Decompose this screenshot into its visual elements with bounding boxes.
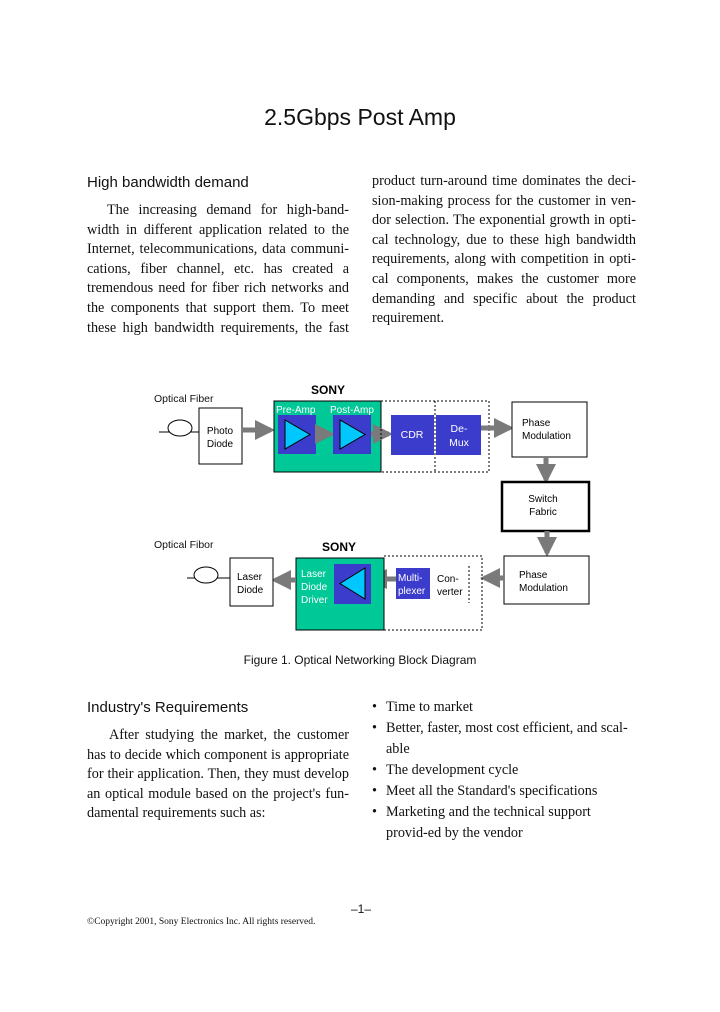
bottom-fiber-label: Optical Fibor bbox=[154, 539, 214, 551]
page-number: –1– bbox=[351, 902, 372, 916]
list-item: Marketing and the technical support prov… bbox=[372, 802, 636, 844]
text-line: After studying the market, the customer bbox=[109, 727, 349, 743]
post-amp-label: Post-Amp bbox=[330, 405, 374, 416]
converter-label: verter bbox=[437, 587, 463, 598]
text-line: tremendous need for fiber rich networks … bbox=[87, 280, 349, 297]
top-fiber-icon bbox=[159, 419, 199, 437]
text-line: requirement. bbox=[372, 310, 445, 327]
text-line: has to decide which component is appropr… bbox=[87, 746, 349, 763]
list-item: Better, faster, most cost efficient, and… bbox=[372, 718, 636, 760]
laser-diode-box: Laser Diode bbox=[229, 557, 274, 607]
switch-fabric-box: Switch Fabric bbox=[500, 480, 591, 533]
text-line: product turn-around time dominates the d… bbox=[372, 173, 636, 189]
bandwidth-paragraph-col1: The increasing demand for high-band- wid… bbox=[87, 201, 349, 338]
list-item: Meet all the Standard's specifications bbox=[372, 781, 636, 802]
multiplexer-label: Multi- bbox=[398, 573, 422, 584]
text-line: Internet, telecommunications, data commu… bbox=[87, 241, 349, 258]
phase-modulation-bottom-box: Phase Modulation bbox=[503, 555, 590, 605]
phase-modulation-label: Modulation bbox=[522, 431, 571, 442]
bottom-fiber-icon bbox=[187, 566, 230, 584]
text-line: the components that support them. To mee… bbox=[87, 299, 349, 316]
text-line: sion-making process for the customer in … bbox=[372, 192, 636, 209]
switch-fabric-label: Fabric bbox=[529, 507, 557, 518]
post-amp-block bbox=[333, 415, 371, 454]
cdr-label: CDR bbox=[401, 429, 424, 441]
text-line: dor selection. The exponential growth in… bbox=[372, 212, 636, 229]
phase-modulation-label: Modulation bbox=[519, 583, 568, 594]
phase-modulation-label: Phase bbox=[522, 418, 551, 429]
list-item: The development cycle bbox=[372, 760, 636, 781]
pre-amp-block bbox=[278, 415, 316, 454]
photo-diode-label: Diode bbox=[207, 439, 234, 450]
block-diagram: Optical Fiber Photo Diode SONY Pre-Amp P… bbox=[154, 383, 591, 631]
laser-driver-label: Driver bbox=[301, 595, 328, 606]
phase-modulation-top-box: Phase Modulation bbox=[511, 401, 588, 458]
photo-diode-label: Photo bbox=[207, 426, 234, 437]
multiplexer-block: Multi- plexer bbox=[396, 568, 430, 599]
laser-driver-label: Laser bbox=[301, 569, 327, 580]
cdr-block: CDR bbox=[391, 415, 434, 455]
list-item: Time to market bbox=[372, 697, 636, 718]
text-line: for their application. Then, they must d… bbox=[87, 766, 349, 783]
requirements-list: Time to market Better, faster, most cost… bbox=[372, 697, 636, 844]
photo-diode-box: Photo Diode bbox=[198, 407, 243, 465]
text-line: cal components, makes the customer more bbox=[372, 270, 636, 287]
figure-caption: Figure 1. Optical Networking Block Diagr… bbox=[243, 653, 477, 667]
text-line: The increasing demand for high-band- bbox=[107, 202, 349, 218]
amplifier-icon bbox=[339, 419, 366, 450]
text-line: cal technology, due to these high bandwi… bbox=[372, 231, 636, 248]
text-line: these high bandwidth requirements, the f… bbox=[87, 319, 349, 336]
sony-logo-top: SONY bbox=[311, 383, 345, 397]
phase-modulation-label: Phase bbox=[519, 570, 548, 581]
laser-driver-block bbox=[334, 564, 371, 604]
text-line: an optical module based on the project's… bbox=[87, 785, 349, 802]
multiplexer-label: plexer bbox=[398, 586, 426, 597]
demux-block: De- Mux bbox=[436, 415, 481, 455]
switch-fabric-label: Switch bbox=[528, 494, 557, 505]
converter-label: Con- bbox=[437, 574, 459, 585]
text-line: width in different application related t… bbox=[87, 221, 349, 238]
top-fiber-label: Optical Fiber bbox=[154, 393, 214, 405]
text-line: requirements, along with competition in … bbox=[372, 251, 636, 268]
laser-diode-label: Laser bbox=[237, 572, 263, 583]
pre-amp-label: Pre-Amp bbox=[276, 405, 316, 416]
text-line: demanding and specific about the product bbox=[372, 290, 636, 307]
laser-diode-label: Diode bbox=[237, 585, 264, 596]
text-line: damental requirements such as: bbox=[87, 805, 266, 822]
demux-label: De- bbox=[451, 423, 468, 435]
text-line: cations, fiber channel, etc. has created… bbox=[87, 260, 349, 277]
requirements-paragraph: After studying the market, the customer … bbox=[87, 726, 349, 824]
amplifier-icon bbox=[339, 567, 366, 600]
demux-label: Mux bbox=[449, 437, 470, 449]
laser-driver-label: Diode bbox=[301, 582, 328, 593]
sony-logo-bottom: SONY bbox=[322, 540, 356, 554]
page-title: 2.5Gbps Post Amp bbox=[264, 104, 456, 130]
amplifier-icon bbox=[284, 419, 311, 450]
section-heading-requirements: Industry's Requirements bbox=[87, 699, 249, 716]
mux-converter-dashed-box bbox=[383, 555, 483, 631]
bandwidth-paragraph-col2: product turn-around time dominates the d… bbox=[372, 172, 636, 329]
copyright-notice: ©Copyright 2001, Sony Electronics Inc. A… bbox=[87, 917, 316, 927]
section-heading-bandwidth: High bandwidth demand bbox=[87, 174, 249, 191]
